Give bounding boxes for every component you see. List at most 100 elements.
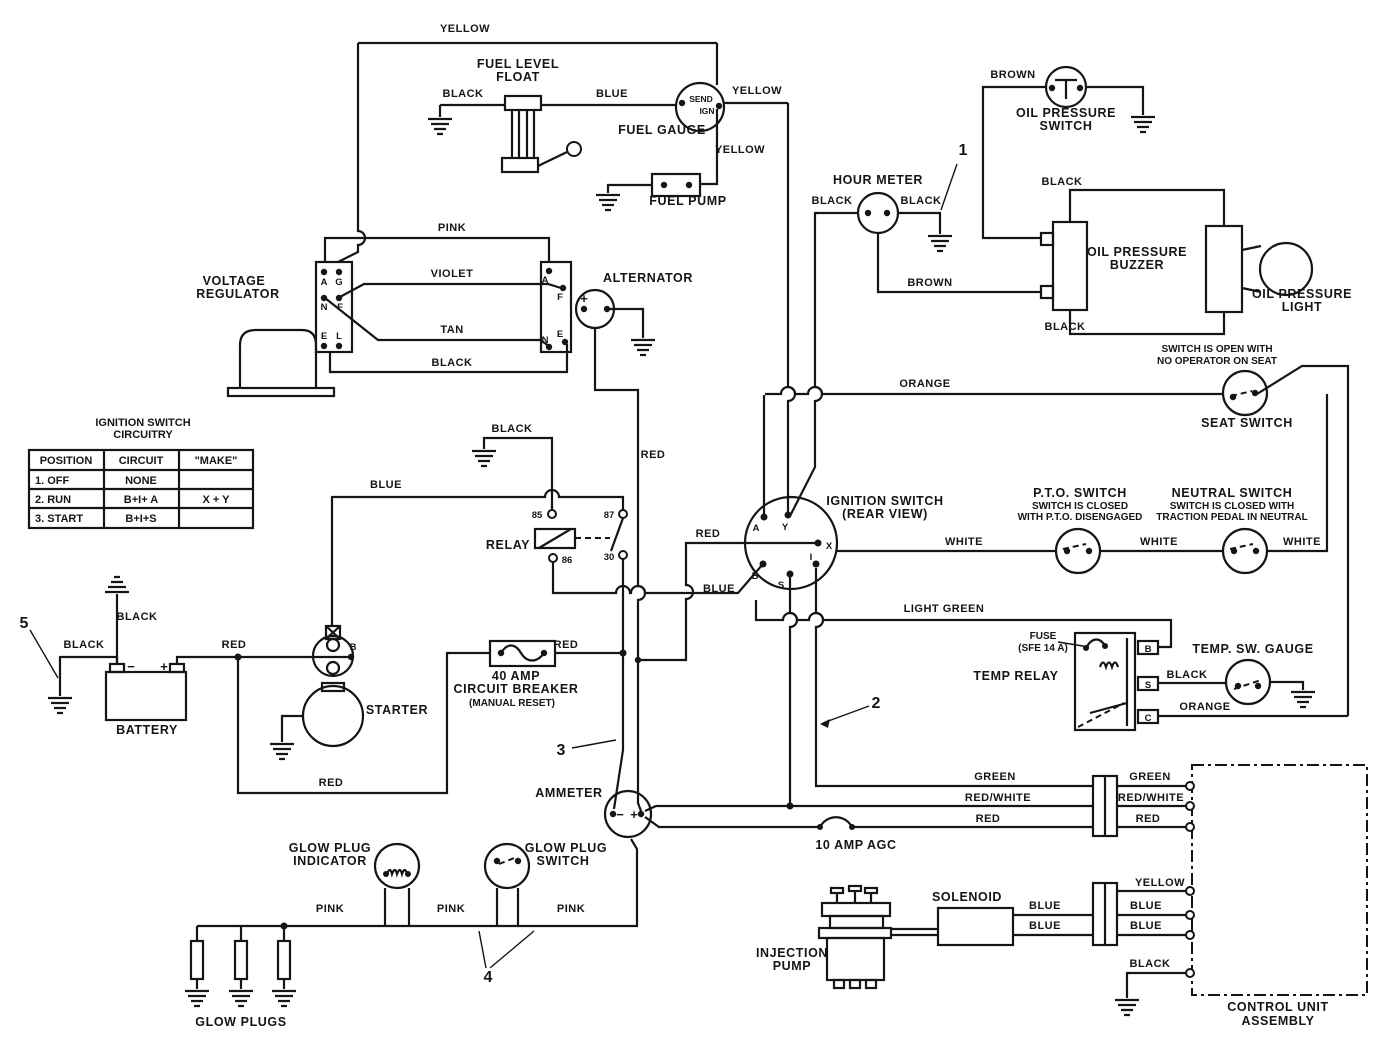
battery — [104, 662, 188, 722]
terminal-letter: F — [557, 292, 563, 303]
wire-label: BLACK — [64, 639, 105, 651]
wire-label: BLUE — [1130, 900, 1162, 912]
glow-indicator-label: INDICATOR — [293, 854, 367, 868]
ignition-label: (REAR VIEW) — [842, 507, 928, 521]
glow-plug-indicator — [373, 842, 421, 890]
breaker-label: CIRCUIT BREAKER — [454, 682, 579, 696]
wire-label: BROWN — [990, 69, 1035, 81]
ignition-terminal: A — [753, 523, 760, 534]
wire-label: RED — [641, 449, 666, 461]
table-cell: 3. START — [35, 513, 83, 525]
regulator-connector — [314, 260, 354, 354]
fuel-pump-label: FUEL PUMP — [649, 194, 726, 208]
relay-terminal: 86 — [562, 555, 573, 566]
table-cell: 1. OFF — [35, 475, 70, 487]
wire-label: GREEN — [1129, 771, 1171, 783]
ignition-terminal: Y — [782, 522, 789, 533]
pto-switch — [1054, 527, 1102, 575]
alternator-connector — [539, 260, 573, 354]
callout-4-leader — [478, 930, 535, 969]
relay-terminal: 30 — [604, 552, 615, 563]
fuse-leader — [1057, 641, 1090, 648]
ignition-terminal: X — [826, 541, 833, 552]
wire-label: WHITE — [1283, 536, 1321, 548]
wire-label: BLUE — [1029, 920, 1061, 932]
glow-plugs — [183, 926, 298, 1008]
wire-label: RED — [976, 813, 1001, 825]
terminal-letter: N — [321, 302, 328, 313]
hour-meter-label: HOUR METER — [833, 173, 923, 187]
ign-terminal: IGN — [699, 106, 714, 116]
alternator-label: ALTERNATOR — [603, 271, 693, 285]
ignition-terminal: S — [778, 580, 784, 591]
wire-label: BLUE — [1130, 920, 1162, 932]
buzzer-label: OIL PRESSURE — [1087, 245, 1187, 259]
wire-label: BLUE — [703, 583, 735, 595]
breaker-label: (MANUAL RESET) — [469, 698, 555, 709]
oil-light-label: OIL PRESSURE — [1252, 287, 1352, 301]
glow-plug-circuit: GLOW PLUG INDICATOR GLOW PLUG SWITCH PIN… — [183, 838, 639, 1029]
injection-pump — [817, 884, 893, 990]
ignition-switch: A Y X B S I IGNITION SWITCH (REAR VIEW) … — [638, 395, 1093, 806]
wire-label: RED — [319, 777, 344, 789]
wire-label: BLACK — [443, 88, 484, 100]
oil-pressure-switch — [1044, 65, 1088, 109]
glow-indicator-label: GLOW PLUG — [289, 841, 371, 855]
wire-label: VIOLET — [431, 268, 474, 280]
callout-3-leader — [571, 739, 617, 749]
send-terminal: SEND — [689, 94, 713, 104]
wire-label: BLACK — [812, 195, 853, 207]
wire-label: ORANGE — [1179, 701, 1230, 713]
wire-label: PINK — [316, 903, 344, 915]
wire-label: TAN — [440, 324, 463, 336]
temp-terminal: B — [1145, 644, 1152, 655]
oil-pressure-buzzer — [1039, 220, 1089, 312]
terminal-letter: G — [335, 277, 342, 288]
minus-terminal: − — [127, 659, 135, 674]
table-cell: B+I+S — [125, 513, 156, 525]
wire-label: RED/WHITE — [965, 792, 1031, 804]
connector-upper — [1091, 774, 1119, 838]
terminal-letter: A — [542, 275, 549, 286]
pto-switch-label: P.T.O. SWITCH — [1033, 486, 1127, 500]
starter-label: STARTER — [366, 703, 428, 717]
alternator — [574, 288, 657, 812]
terminal-letter: L — [336, 331, 342, 342]
wire-label: BLACK — [1045, 321, 1086, 333]
relay-terminal: 87 — [604, 510, 615, 521]
battery-starter: 5 BLACK BLACK − + BATTERY RED B STARTER … — [20, 575, 490, 795]
table-cell: X + Y — [202, 494, 230, 506]
terminal-letter: F — [337, 302, 343, 313]
seat-note: SWITCH IS OPEN WITH — [1161, 344, 1272, 355]
seat-switch — [1221, 369, 1269, 417]
voltage-regulator — [226, 328, 336, 398]
wire-label: PINK — [557, 903, 585, 915]
terminal-letter: E — [321, 331, 327, 342]
temp-sw-gauge — [1224, 658, 1272, 706]
wire-label: RED/WHITE — [1118, 792, 1184, 804]
fuel-float-label: FUEL LEVEL — [477, 57, 559, 71]
glow-switch-label: GLOW PLUG — [525, 841, 607, 855]
wire-label: PINK — [438, 222, 466, 234]
ignition-label: IGNITION SWITCH — [826, 494, 943, 508]
relay-terminal: 85 — [532, 510, 543, 521]
table-cell: 2. RUN — [35, 494, 71, 506]
fuel-pump — [650, 172, 702, 198]
table-title: CIRCUITRY — [113, 429, 173, 441]
hour-meter — [856, 191, 900, 235]
oil-light-label: LIGHT — [1282, 300, 1323, 314]
control-unit-outline — [1191, 764, 1368, 996]
wire-label: PINK — [437, 903, 465, 915]
terminal-letter: N — [542, 335, 549, 346]
table-cell: B+I+ A — [124, 494, 158, 506]
starter-terminal: B — [350, 642, 357, 653]
oil-switch-label: OIL PRESSURE — [1016, 106, 1116, 120]
fuel-gauge-label: FUEL GAUGE — [618, 123, 706, 137]
breaker-ammeter: RED 40 AMP CIRCUIT BREAKER (MANUAL RESET… — [454, 639, 1093, 852]
wire-label: BLACK — [1130, 958, 1171, 970]
breaker-label: 40 AMP — [492, 669, 540, 683]
wire-label: BLACK — [117, 611, 158, 623]
callout-1-leader — [940, 163, 958, 211]
neutral-note: SWITCH IS CLOSED WITH — [1170, 501, 1294, 512]
